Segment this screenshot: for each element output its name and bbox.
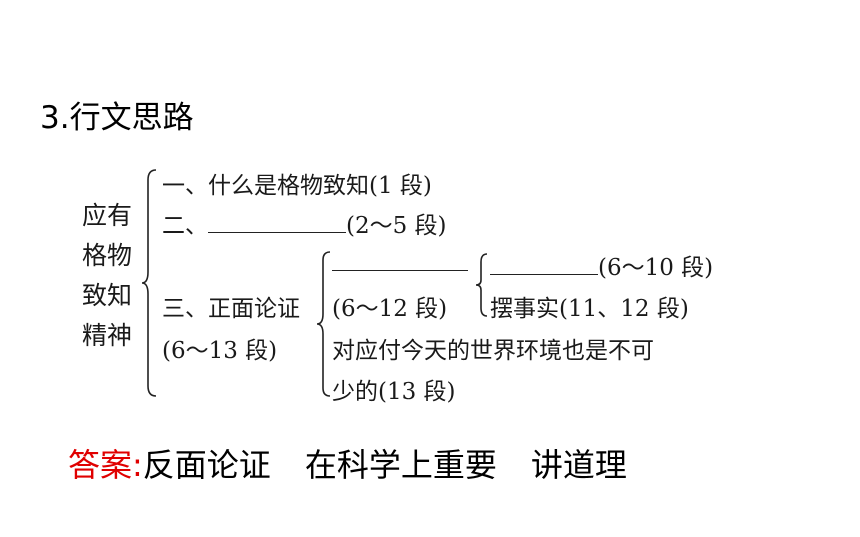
answer-line: 答案:反面论证在科学上重要讲道理 xyxy=(68,440,627,486)
root-label: 应有 格物 致知 精神 xyxy=(82,196,132,356)
section-three-title: 三、正面论证 xyxy=(162,296,300,322)
answer-part: 讲道理 xyxy=(530,446,627,484)
root-label-line: 致知 xyxy=(82,281,133,310)
subsub-brace xyxy=(475,253,488,317)
answer-part: 反面论证 xyxy=(142,446,271,484)
root-label-line: 格物 xyxy=(82,241,133,270)
answer-blank xyxy=(332,248,468,271)
section-two-paragraphs: (2～5 段) xyxy=(346,213,447,239)
section-heading: 3.行文思路 xyxy=(40,100,194,136)
main-brace xyxy=(141,169,157,397)
section-two-prefix: 二、 xyxy=(162,213,208,239)
section-one: 一、什么是格物致知(1 段) xyxy=(162,173,432,199)
sub-item-b: 对应付今天的世界环境也是不可 xyxy=(332,338,654,364)
answer-part: 在科学上重要 xyxy=(304,446,497,484)
answer-blank xyxy=(490,252,598,275)
section-two: 二、 (2～5 段) xyxy=(162,206,447,240)
sub-item-b-cont: 少的(13 段) xyxy=(332,379,456,405)
answer-label: 答案: xyxy=(68,446,143,484)
sub-item-a xyxy=(332,248,468,277)
root-label-line: 精神 xyxy=(82,321,133,350)
subsub-item-a: (6～10 段) xyxy=(490,248,713,282)
subsub-item-a-paragraphs: (6～10 段) xyxy=(598,255,714,281)
section-three-paragraphs: (6～13 段) xyxy=(162,338,278,364)
sub-item-a-paragraphs: (6～12 段) xyxy=(332,296,448,322)
sub-brace xyxy=(316,251,331,397)
subsub-item-b: 摆事实(11、12 段) xyxy=(490,296,689,322)
root-label-line: 应有 xyxy=(82,201,133,230)
answer-blank xyxy=(208,210,346,233)
